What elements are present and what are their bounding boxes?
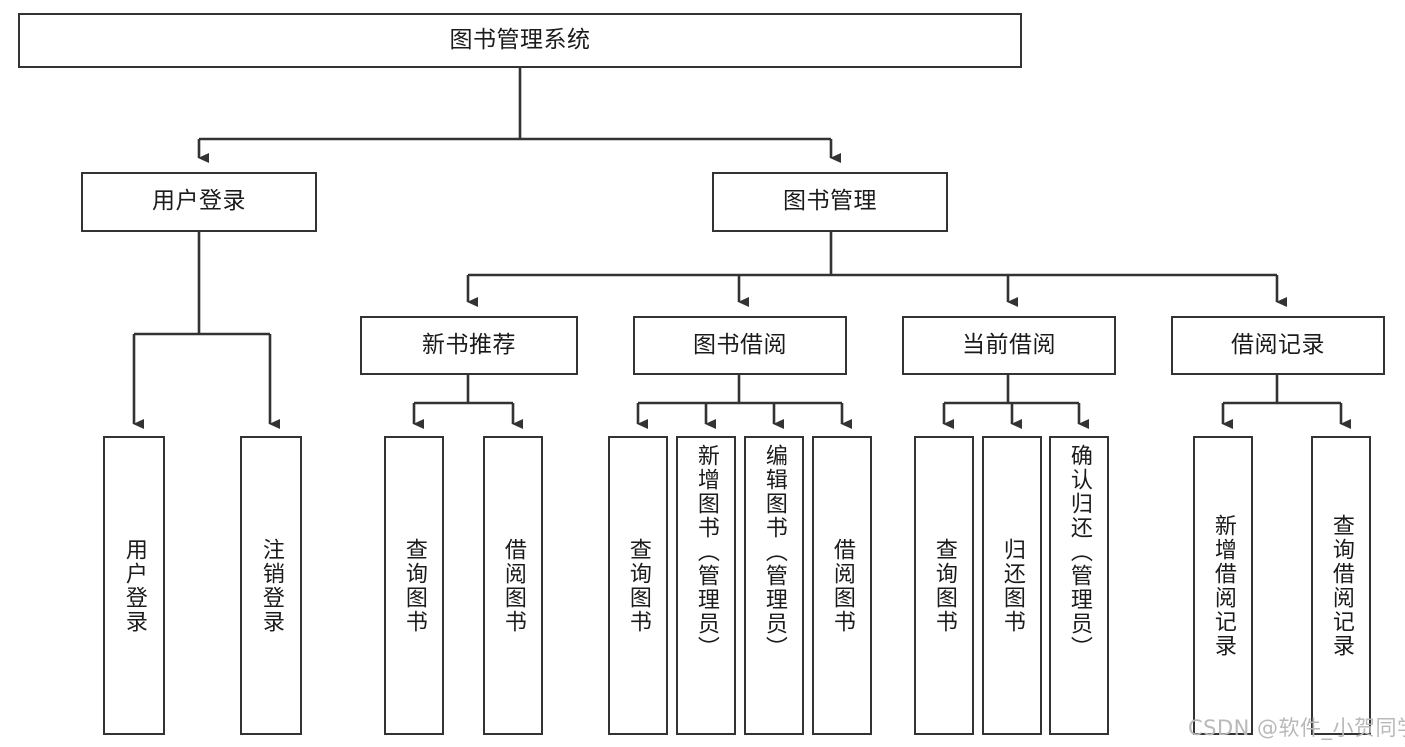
node-book-borrow-label: 图书借阅 xyxy=(693,331,787,358)
node-leaf-borrow-book-nb[interactable]: 借阅图书 xyxy=(483,436,543,735)
node-leaf-add-book-admin-label: 新增图书（管理员） xyxy=(693,444,719,660)
node-leaf-edit-book-admin-label: 编辑图书（管理员） xyxy=(761,444,787,660)
node-root-label: 图书管理系统 xyxy=(449,26,591,53)
node-borrow-record[interactable]: 借阅记录 xyxy=(1171,316,1385,375)
node-book-management-label: 图书管理 xyxy=(783,188,877,215)
node-book-management[interactable]: 图书管理 xyxy=(712,172,948,232)
node-leaf-search-borrow-record-label: 查询借阅记录 xyxy=(1328,513,1354,658)
node-leaf-logout[interactable]: 注销登录 xyxy=(240,436,302,735)
node-leaf-logout-label: 注销登录 xyxy=(258,537,284,634)
node-new-book-recommend[interactable]: 新书推荐 xyxy=(360,316,578,375)
node-leaf-edit-book-admin[interactable]: 编辑图书（管理员） xyxy=(744,436,804,735)
node-current-borrow[interactable]: 当前借阅 xyxy=(902,316,1116,375)
node-leaf-add-borrow-record-label: 新增借阅记录 xyxy=(1210,513,1236,658)
node-leaf-search-book-nb-label: 查询图书 xyxy=(401,537,427,634)
node-leaf-confirm-return-admin-label: 确认归还（管理员） xyxy=(1066,444,1092,660)
node-leaf-search-book-bb-label: 查询图书 xyxy=(625,537,651,634)
node-leaf-user-login[interactable]: 用户登录 xyxy=(103,436,165,735)
node-user-login[interactable]: 用户登录 xyxy=(81,172,317,232)
node-borrow-record-label: 借阅记录 xyxy=(1231,331,1325,358)
node-leaf-confirm-return-admin[interactable]: 确认归还（管理员） xyxy=(1049,436,1109,735)
node-leaf-return-book[interactable]: 归还图书 xyxy=(982,436,1042,735)
node-leaf-add-book-admin[interactable]: 新增图书（管理员） xyxy=(676,436,736,735)
node-leaf-return-book-label: 归还图书 xyxy=(999,537,1025,634)
node-leaf-borrow-book-nb-label: 借阅图书 xyxy=(500,537,526,634)
node-book-borrow[interactable]: 图书借阅 xyxy=(633,316,847,375)
node-leaf-user-login-label: 用户登录 xyxy=(121,537,147,634)
node-leaf-search-book-bb[interactable]: 查询图书 xyxy=(608,436,668,735)
node-leaf-borrow-book-bb-label: 借阅图书 xyxy=(829,537,855,634)
node-new-book-recommend-label: 新书推荐 xyxy=(422,331,516,358)
node-current-borrow-label: 当前借阅 xyxy=(962,331,1056,358)
node-leaf-search-book-nb[interactable]: 查询图书 xyxy=(384,436,444,735)
node-leaf-add-borrow-record[interactable]: 新增借阅记录 xyxy=(1193,436,1253,735)
node-leaf-borrow-book-bb[interactable]: 借阅图书 xyxy=(812,436,872,735)
node-user-login-label: 用户登录 xyxy=(152,188,246,215)
node-leaf-search-borrow-record[interactable]: 查询借阅记录 xyxy=(1311,436,1371,735)
node-leaf-search-book-cb-label: 查询图书 xyxy=(931,537,957,634)
node-root-book-management-system[interactable]: 图书管理系统 xyxy=(18,13,1022,68)
node-leaf-search-book-cb[interactable]: 查询图书 xyxy=(914,436,974,735)
